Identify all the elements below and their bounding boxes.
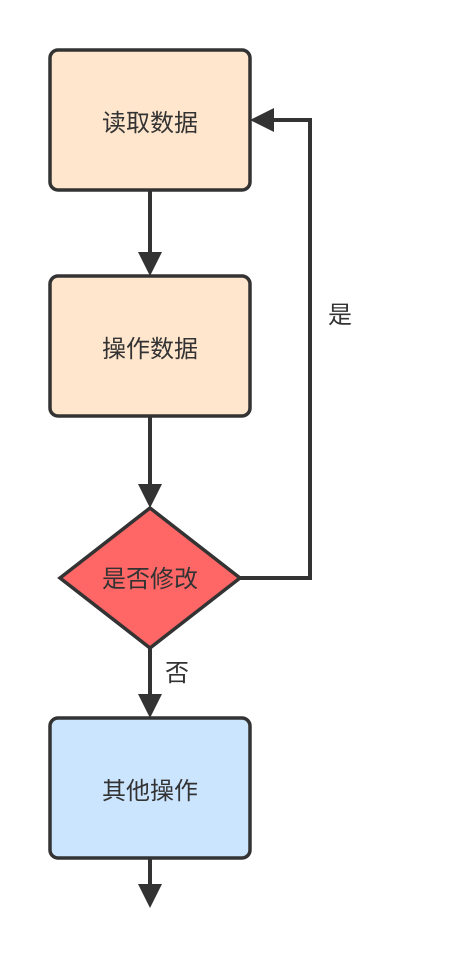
node-read-data-label: 读取数据 [102,109,198,137]
edge-other-to-exit [138,858,162,908]
node-operate-data: 操作数据 [48,274,252,418]
node-read-data-box [48,48,252,192]
node-other-operations: 其他操作 [48,716,252,860]
edge-label-no: 否 [165,659,189,687]
edge-decision-to-other-no [138,648,162,718]
node-decision-modify: 是否修改 [57,505,243,651]
node-operate-data-label: 操作数据 [102,335,198,363]
node-decision-label: 是否修改 [102,565,198,593]
edge-operate-to-decision [138,416,162,508]
node-read-data: 读取数据 [48,48,252,192]
node-operate-data-box [48,274,252,418]
node-other-operations-label: 其他操作 [102,777,198,805]
edge-decision-to-read-yes [240,108,312,580]
edge-label-yes: 是 [328,301,352,329]
edge-read-to-operate [138,190,162,276]
node-decision-diamond [57,505,243,651]
node-other-operations-box [48,716,252,860]
